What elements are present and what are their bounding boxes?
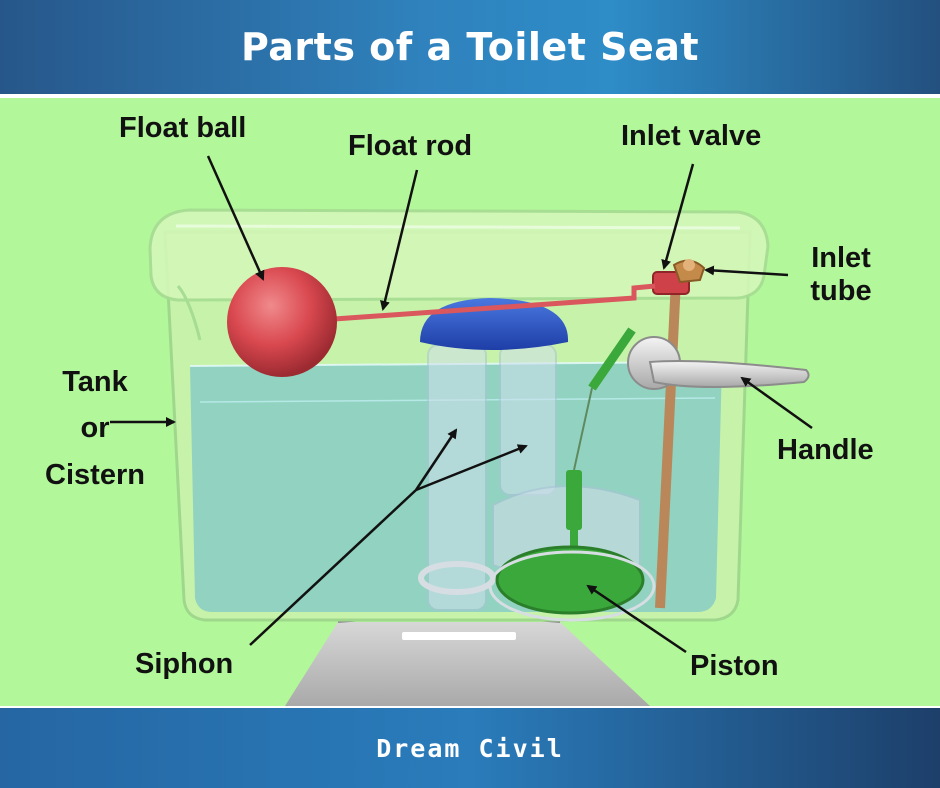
- float-assembly: [227, 267, 656, 377]
- label-inlet-tube-line2: tube: [810, 275, 872, 308]
- piston-assembly: [488, 327, 656, 622]
- label-tank-line1: Tank: [62, 366, 128, 398]
- label-inlet-tube: Inlet tube: [796, 242, 886, 309]
- label-inlet-tube-line1: Inlet: [811, 242, 871, 274]
- label-handle: Handle: [777, 434, 874, 466]
- label-tank-line3: Cistern: [45, 458, 145, 491]
- footer-brand: Dream Civil: [376, 733, 564, 763]
- divider: [0, 94, 940, 98]
- label-tank-line2: or: [80, 412, 110, 445]
- page-title: Parts of a Toilet Seat: [240, 25, 700, 69]
- label-float-ball: Float ball: [119, 112, 247, 144]
- inlet-assembly: [652, 259, 706, 609]
- label-inlet-valve: Inlet valve: [621, 120, 762, 152]
- handle-lever: [627, 336, 810, 390]
- arrows: [110, 155, 813, 654]
- diagram-panel: Float ball Float rod Inlet valve Inlet t…: [0, 98, 940, 706]
- label-float-rod: Float rod: [348, 130, 473, 162]
- label-siphon: Siphon: [135, 648, 234, 680]
- label-tank: Tank or Cistern: [30, 359, 160, 498]
- toilet-bowl: [285, 616, 650, 706]
- toilet-tank-diagram: [110, 155, 813, 706]
- label-piston: Piston: [690, 650, 779, 682]
- footer-banner: Dream Civil: [0, 708, 940, 788]
- title-banner: Parts of a Toilet Seat: [0, 0, 940, 94]
